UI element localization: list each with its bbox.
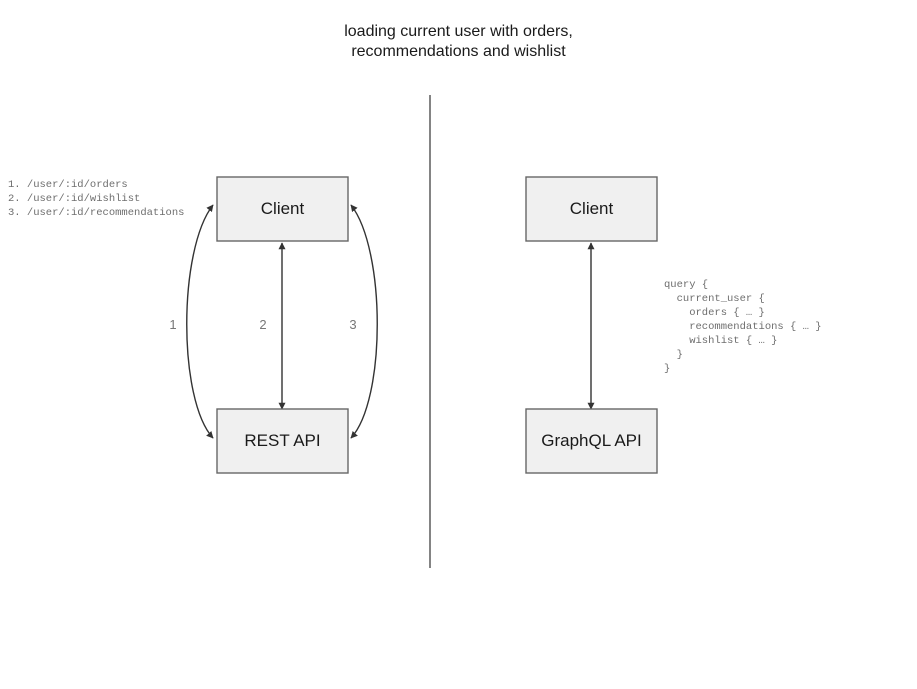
rest-api-box[interactable] (216, 408, 349, 474)
rest-connector-label-3: 3 (349, 317, 357, 332)
graphql-api-box[interactable] (525, 408, 658, 474)
rest-client-box[interactable] (216, 176, 349, 242)
rest-connector-1 (186, 204, 214, 439)
page-title: loading current user with orders, recomm… (344, 23, 573, 60)
rest-endpoint-list: 1. /user/:id/orders 2. /user/:id/wishlis… (8, 179, 185, 219)
graphql-client-box[interactable] (525, 176, 658, 242)
graphql-query-block: query { current_user { orders { … } reco… (664, 279, 822, 375)
rest-connector-label-2: 2 (259, 317, 267, 332)
rest-connector-label-1: 1 (169, 317, 177, 332)
rest-connector-3 (350, 204, 378, 439)
